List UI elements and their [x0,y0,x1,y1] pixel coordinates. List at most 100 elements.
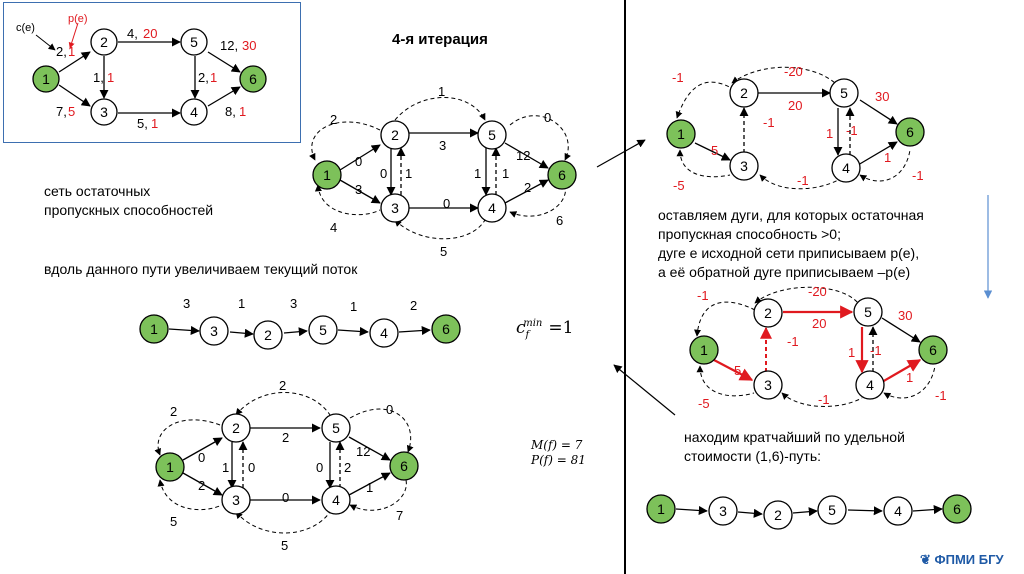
svg-text:5: 5 [734,363,741,378]
svg-text:3: 3 [100,104,108,120]
svg-text:30: 30 [242,38,256,53]
svg-text:1: 1 [405,166,412,181]
svg-text:4: 4 [866,377,874,393]
svg-text:0: 0 [248,460,255,475]
svg-text:0: 0 [355,154,362,169]
svg-text:3: 3 [183,296,190,311]
svg-text:7: 7 [396,508,403,523]
svg-text:6: 6 [400,458,408,474]
svg-text:1: 1 [151,116,158,131]
cf-min-formula: cfmin=1 [516,318,574,341]
svg-text:-1: -1 [912,168,924,183]
svg-text:2: 2 [279,378,286,393]
svg-text:-5: -5 [673,178,685,193]
svg-text:1: 1 [848,345,855,360]
residual-label-line1: сеть остаточных [44,183,151,199]
svg-text:12: 12 [356,444,370,459]
augment-text: вдоль данного пути увеличиваем текущий п… [44,261,358,277]
svg-text:1: 1 [350,299,357,314]
svg-text:20: 20 [143,26,157,41]
svg-text:8,: 8, [225,104,236,119]
updated-graph: 2 2 0 2 2 1 0 0 0 2 12 0 1 5 5 7 1 2 3 4 [154,378,419,553]
svg-text:6: 6 [906,124,914,140]
svg-text:2: 2 [198,478,205,493]
svg-text:4: 4 [894,503,902,519]
svg-text:1: 1 [677,126,685,142]
legend-p-arrow [68,22,79,49]
svg-text:1: 1 [68,44,75,59]
svg-text:0: 0 [198,450,205,465]
original-graph-frame [3,2,301,143]
arrow-to-cost-graph [596,139,646,168]
svg-text:4: 4 [332,492,340,508]
svg-text:5: 5 [170,514,177,529]
svg-text:6: 6 [558,167,566,183]
page-title: 4-я итерация [392,31,488,48]
svg-text:1: 1 [502,166,509,181]
residual-label-line2: пропускных способностей [44,202,214,218]
svg-text:-1: -1 [672,70,684,85]
svg-text:6: 6 [556,213,563,228]
svg-text:2,: 2, [56,44,67,59]
svg-text:5: 5 [68,104,75,119]
svg-text:5: 5 [440,244,447,259]
svg-text:2: 2 [764,305,772,321]
svg-text:2: 2 [524,180,531,195]
svg-text:1: 1 [906,370,913,385]
svg-text:5: 5 [488,127,496,143]
svg-text:5: 5 [332,420,340,436]
svg-text:30: 30 [875,89,889,104]
svg-text:2: 2 [282,430,289,445]
note-line2: пропускная способность >0; [658,226,841,242]
svg-text:5: 5 [711,143,718,158]
svg-text:4,: 4, [127,26,138,41]
shortest-note-line1: находим кратчайший по удельной [684,429,905,445]
original-graph: c(e) p(e) 2,1 7,5 4,20 1,1 5,1 2,1 12,30… [16,13,267,131]
svg-text:-1: -1 [935,388,947,403]
svg-text:6: 6 [442,321,450,337]
svg-text:1: 1 [884,150,891,165]
svg-text:-1: -1 [846,123,858,138]
svg-text:1: 1 [826,126,833,141]
svg-text:5: 5 [864,304,872,320]
svg-text:-1: -1 [818,392,830,407]
svg-text:1: 1 [366,480,373,495]
svg-text:-1: -1 [763,115,775,130]
svg-text:1,: 1, [93,70,104,85]
svg-text:0: 0 [316,460,323,475]
svg-text:3: 3 [439,138,446,153]
svg-text:2: 2 [740,85,748,101]
svg-text:2: 2 [391,127,399,143]
svg-text:3: 3 [391,200,399,216]
svg-text:-1: -1 [697,288,709,303]
legend-p: p(e) [68,13,88,25]
svg-text:1: 1 [42,71,50,87]
cost-graph-1: -1 -20 20 30 5 -1 1 -1 1 -5 -1 -1 1 2 3 … [666,64,925,193]
svg-text:-5: -5 [698,396,710,411]
svg-text:1: 1 [210,70,217,85]
svg-text:4: 4 [380,325,388,341]
svg-text:12: 12 [516,148,530,163]
svg-text:5,: 5, [137,116,148,131]
logo: ❦ ФПМИ БГУ [920,552,1004,567]
svg-text:0: 0 [386,402,393,417]
svg-text:1: 1 [700,342,708,358]
svg-text:1: 1 [323,167,331,183]
svg-text:-20: -20 [784,64,803,79]
legend-c: c(e) [16,22,35,34]
svg-text:2: 2 [170,404,177,419]
svg-text:20: 20 [788,98,802,113]
svg-text:4: 4 [330,220,337,235]
svg-text:-1: -1 [797,173,809,188]
p-formula: P(f) = 81 [531,453,586,467]
svg-text:3: 3 [355,182,362,197]
shortest-path: 1 3 2 5 4 6 [646,494,972,530]
svg-text:1: 1 [107,70,114,85]
svg-text:0: 0 [380,166,387,181]
svg-text:2: 2 [232,420,240,436]
svg-text:0: 0 [443,196,450,211]
svg-text:-1: -1 [787,334,799,349]
svg-text:2,: 2, [198,70,209,85]
svg-text:2: 2 [774,507,782,523]
